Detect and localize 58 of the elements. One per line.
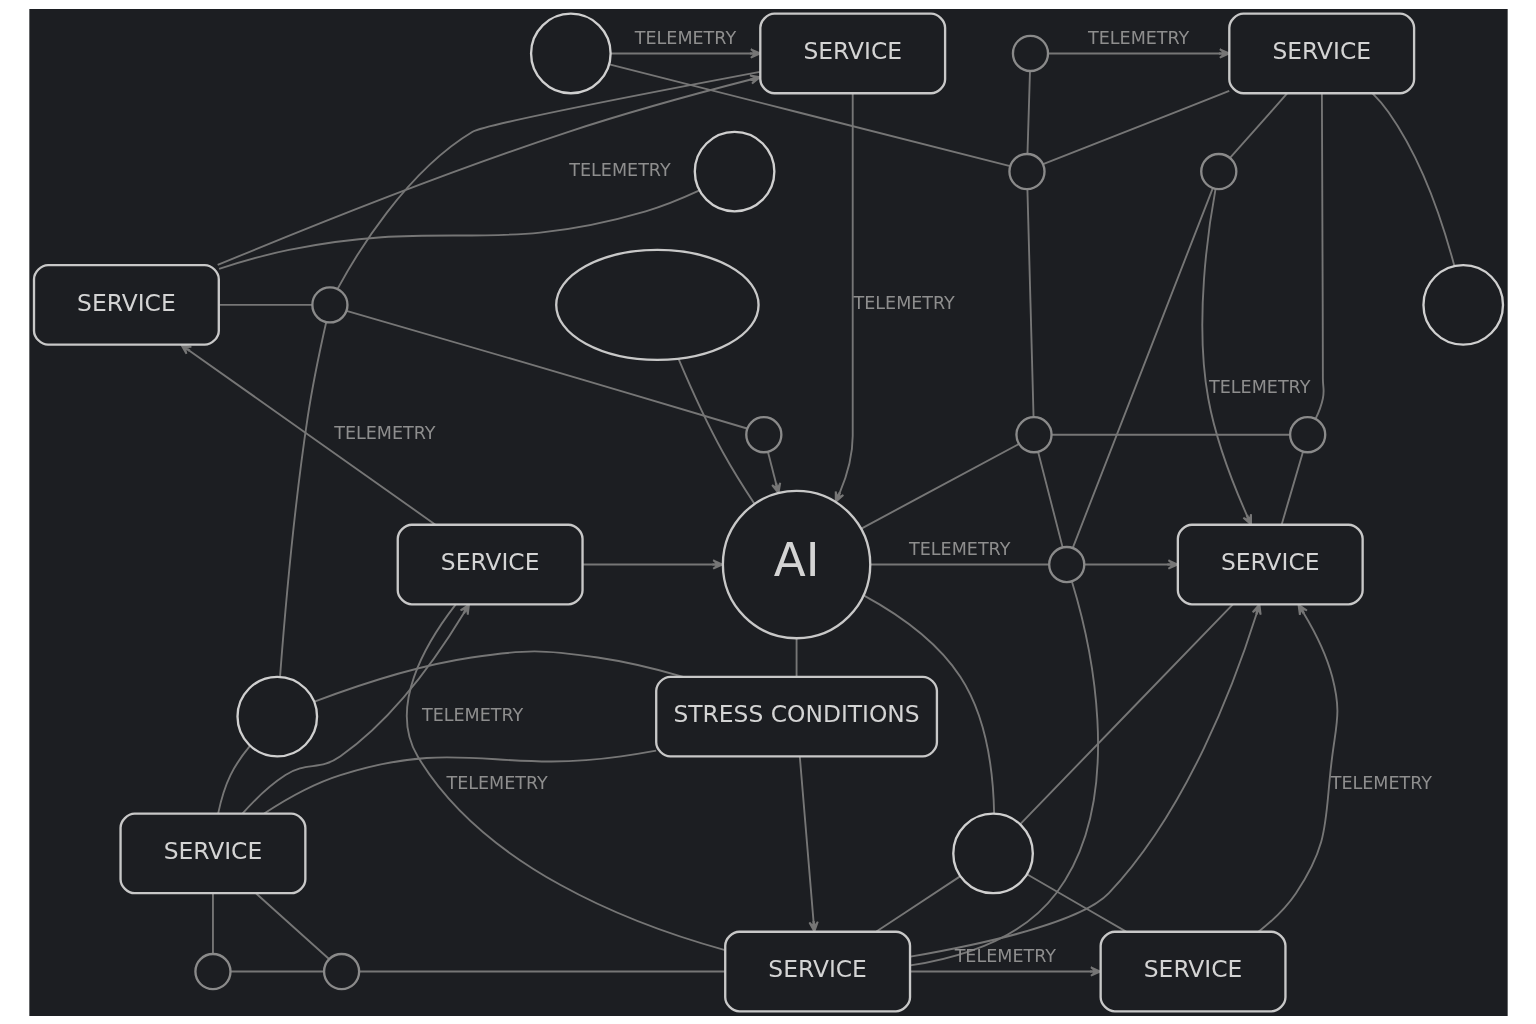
node-circle (235, 675, 318, 758)
edge-label: TELEMETRY (446, 772, 548, 793)
connector (1314, 92, 1325, 420)
connector (862, 594, 995, 814)
connector (1041, 89, 1230, 165)
arrow (216, 73, 761, 266)
node-circle (310, 285, 349, 324)
node-circle (1011, 34, 1049, 72)
node-box: SERVICE (32, 263, 220, 346)
arrow (609, 47, 761, 59)
node-box: SERVICE (1099, 930, 1287, 1012)
arrow (1200, 187, 1252, 525)
node-box: SERVICE (1176, 523, 1364, 605)
node-circle (529, 12, 612, 94)
node-circle (1421, 263, 1504, 346)
arrow (909, 965, 1101, 977)
node-box: SERVICE (723, 930, 911, 1012)
node-cloud (554, 248, 760, 361)
edge-label: TELEMETRY (1208, 376, 1310, 397)
node-box: STRESS CONDITIONS (654, 675, 938, 758)
connector (345, 309, 748, 429)
edge-label: TELEMETRY (1330, 772, 1432, 793)
edge-label: TELEMETRY (333, 422, 436, 443)
node-circle (693, 130, 775, 212)
edge-label: TELEMETRY (568, 159, 671, 180)
edge-label: TELEMETRY (853, 292, 955, 313)
node-box: SERVICE (118, 812, 307, 894)
connector (1228, 92, 1288, 159)
node-circle (1199, 152, 1237, 190)
connector (1036, 450, 1064, 548)
node-box: SERVICE (1227, 12, 1415, 94)
node-circle (322, 952, 360, 990)
connector (217, 189, 700, 270)
connector (254, 892, 330, 960)
connector (1280, 450, 1304, 525)
node-circle (193, 952, 232, 990)
connector (216, 744, 251, 814)
node-circle (951, 812, 1034, 894)
arrow (241, 603, 470, 814)
edge-label: TELEMETRY (421, 704, 523, 725)
edge-label: TELEMETRY (1087, 27, 1189, 48)
node-circle (1288, 415, 1326, 453)
connector (1071, 187, 1214, 549)
arrow (798, 755, 819, 932)
connector (336, 70, 761, 290)
node-circle (1014, 415, 1053, 453)
node-box: SERVICE (758, 12, 946, 94)
arrow (766, 450, 781, 494)
edge-label: TELEMETRY (954, 945, 1056, 966)
node-circle (1007, 152, 1046, 190)
node-box: SERVICE (396, 523, 584, 605)
connector (859, 442, 1020, 529)
arrow (1083, 558, 1179, 570)
edge-label: TELEMETRY (908, 538, 1010, 559)
edge-label: TELEMETRY (634, 27, 736, 48)
node-circle (1047, 545, 1085, 583)
connector (677, 357, 755, 505)
node-circle (744, 415, 783, 453)
